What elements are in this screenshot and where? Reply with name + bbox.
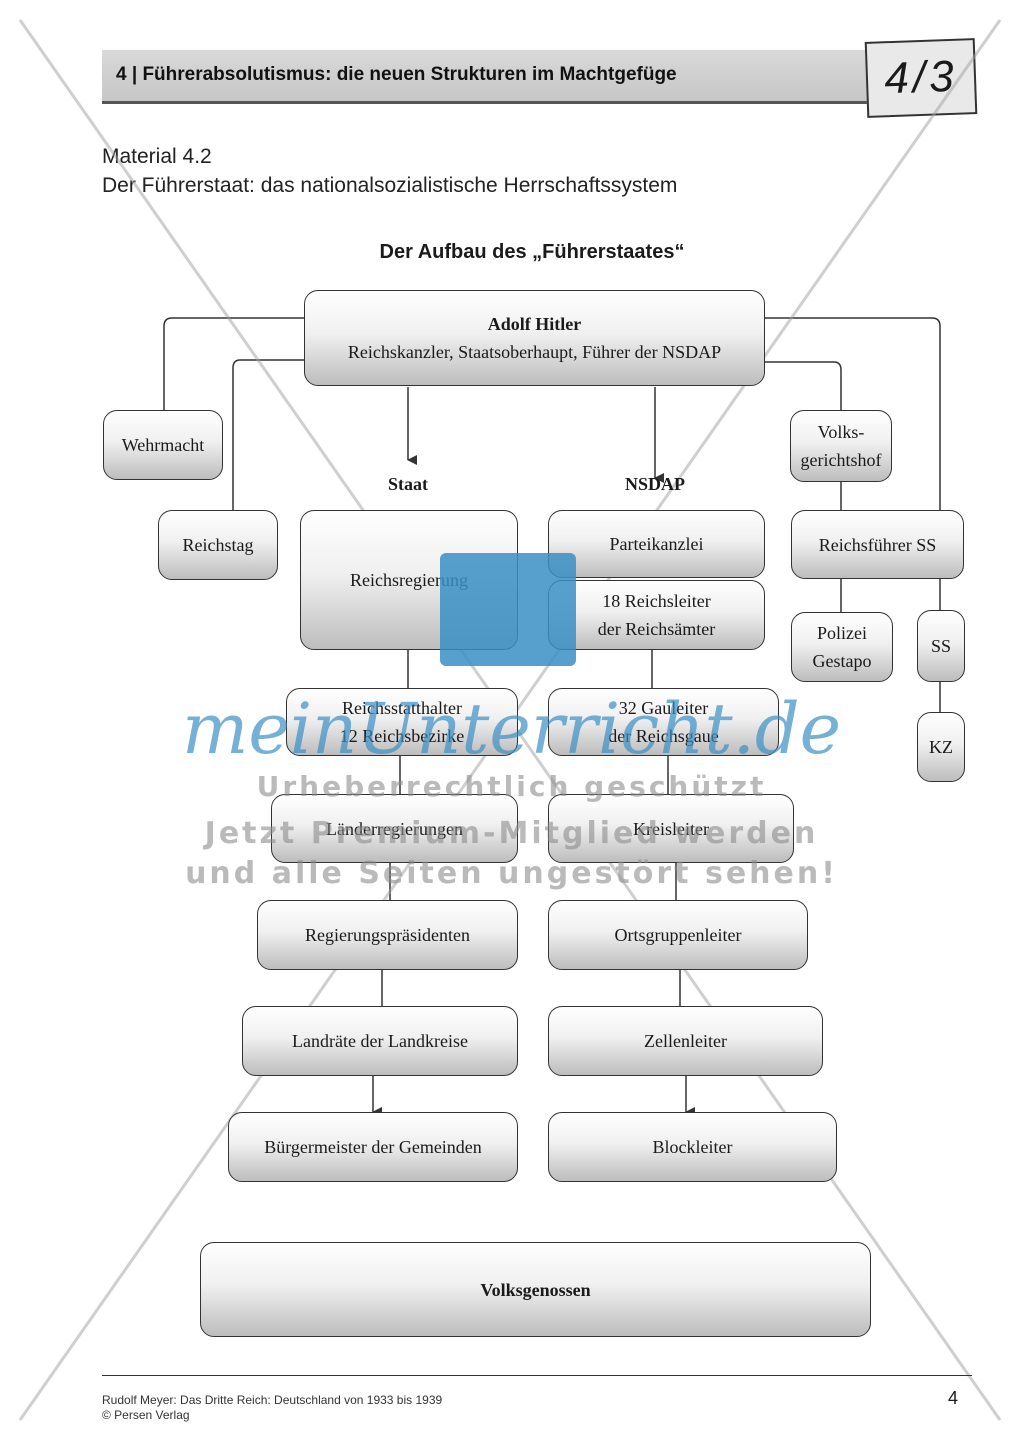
hitler-roles: Reichskanzler, Staatsoberhaupt, Führer d… xyxy=(347,342,722,362)
volksgerichtshof-line1: Volks- xyxy=(817,422,865,442)
gauleiter-line2: der Reichsgaue xyxy=(608,726,719,746)
footer-source: Rudolf Meyer: Das Dritte Reich: Deutschl… xyxy=(102,1393,443,1407)
polizei-line: Polizei xyxy=(817,623,867,643)
gauleiter-line1: 32 Gauleiter xyxy=(618,698,709,718)
watermark-line3: und alle Seiten ungestört sehen! xyxy=(185,856,838,891)
parteikanzlei-box: Parteikanzlei xyxy=(548,510,765,578)
kreisleiter-box: Kreisleiter xyxy=(548,794,794,863)
volksgenossen-box: Volksgenossen xyxy=(200,1242,871,1337)
wehrmacht-box: Wehrmacht xyxy=(103,410,223,480)
polizei-gestapo-box: Polizei Gestapo xyxy=(791,612,893,682)
ortsgruppenleiter-box: Ortsgruppenleiter xyxy=(548,900,808,970)
reichsleiter-line2: der Reichsämter xyxy=(597,619,716,639)
header-bar: 4 | Führerabsolutismus: die neuen Strukt… xyxy=(102,50,872,104)
landraete-box: Landräte der Landkreise xyxy=(242,1006,518,1076)
volksgerichtshof-line2: gerichtshof xyxy=(800,450,882,470)
hitler-box: Adolf Hitler Reichskanzler, Staatsoberha… xyxy=(304,290,765,386)
watermark-brand: meinUnterricht.de xyxy=(181,688,842,770)
gauleiter-box: 32 Gauleiter der Reichsgaue xyxy=(548,688,779,756)
material-label: Material 4.2 xyxy=(102,145,212,168)
watermark-logo-icon xyxy=(440,553,576,666)
watermark-line2: Jetzt Premium-Mitglied werden xyxy=(204,816,819,851)
diagram-title: Der Aufbau des „Führerstaates“ xyxy=(379,241,685,263)
watermark-line1: Urheberrechtlich geschützt xyxy=(256,770,767,803)
footer-rule xyxy=(102,1375,972,1376)
gestapo-line: Gestapo xyxy=(812,651,872,671)
material-title: Der Führerstaat: das nationalsozialistis… xyxy=(102,174,678,197)
reichsstatthalter-line2: 12 Reichsbezirke xyxy=(339,726,465,746)
volksgerichtshof-box: Volks- gerichtshof xyxy=(790,410,892,482)
laenderregierungen-box: Länderregierungen xyxy=(271,794,518,863)
buergermeister-box: Bürgermeister der Gemeinden xyxy=(228,1112,518,1182)
zellenleiter-box: Zellenleiter xyxy=(548,1006,823,1076)
reichsstatthalter-box: Reichsstatthalter 12 Reichsbezirke xyxy=(286,688,518,756)
hitler-name: Adolf Hitler xyxy=(487,314,582,334)
blockleiter-box: Blockleiter xyxy=(548,1112,837,1182)
staat-label: Staat xyxy=(388,474,428,494)
header-title: 4 | Führerabsolutismus: die neuen Strukt… xyxy=(116,64,677,85)
reichsleiter-line1: 18 Reichsleiter xyxy=(602,591,711,611)
reichsleiter-box: 18 Reichsleiter der Reichsämter xyxy=(548,580,765,650)
regierungspraesidenten-box: Regierungspräsidenten xyxy=(257,900,518,970)
reichsfuehrer-ss-box: Reichsführer SS xyxy=(791,510,964,579)
kz-box: KZ xyxy=(917,712,965,782)
nsdap-label: NSDAP xyxy=(624,474,685,494)
reichsstatthalter-line1: Reichsstatthalter xyxy=(342,698,462,718)
footer-publisher: © Persen Verlag xyxy=(102,1408,190,1422)
ss-box: SS xyxy=(917,610,965,682)
reichstag-box: Reichstag xyxy=(158,510,278,580)
page-number: 4 xyxy=(948,1388,959,1408)
